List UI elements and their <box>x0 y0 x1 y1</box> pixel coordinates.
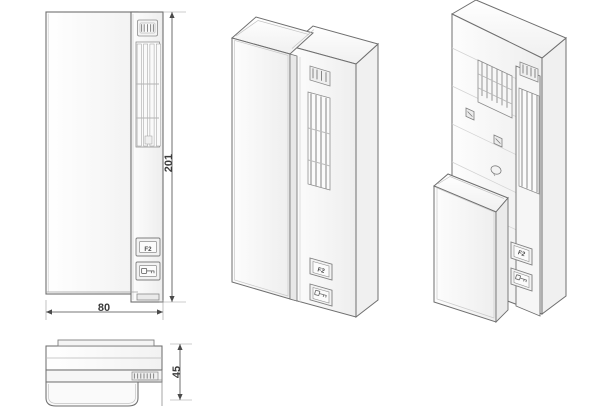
iso-open-mounting-screw-lower <box>493 134 503 148</box>
iso-closed-function-button-label: F2 <box>317 266 326 275</box>
bottom-cradle-profile <box>45 381 139 407</box>
iso-open-function-button-f2[interactable]: F2 <box>510 241 533 266</box>
iso-open-key-icon <box>515 274 527 283</box>
isometric-view-closed: F2 <box>230 16 380 319</box>
iso-closed-handset-face <box>231 37 291 300</box>
bottom-section-view: 45 <box>45 339 192 407</box>
iso-closed-speaker-grille-icon <box>307 91 331 191</box>
key-icon <box>141 267 155 274</box>
front-body-outline <box>45 11 139 295</box>
iso-open-inner-grille-icon <box>477 59 513 119</box>
iso-closed-key-icon <box>314 289 327 298</box>
front-bottom-foot <box>136 293 160 301</box>
dimension-width-80: 80 <box>45 300 164 320</box>
dimension-depth-label: 45 <box>171 366 183 378</box>
function-button-label: F2 <box>144 246 152 253</box>
iso-closed-door-release-button[interactable] <box>309 283 333 307</box>
dimension-width-label: 80 <box>98 302 110 314</box>
iso-closed-side-face <box>355 42 379 319</box>
bottom-top-lip <box>57 339 155 347</box>
iso-closed-microphone-icon <box>309 65 331 87</box>
iso-open-function-button-label: F2 <box>517 249 527 258</box>
function-button-f2[interactable]: F2 <box>135 237 161 257</box>
isometric-view-handset-lifted: F2 <box>433 0 567 324</box>
door-release-button[interactable] <box>135 261 161 281</box>
dimension-depth-45: 45 <box>170 343 192 401</box>
front-elevation-view: F2 201 <box>45 11 186 320</box>
dimension-height-201: 201 <box>159 11 186 303</box>
iso-open-handset-hook-icon <box>490 165 502 177</box>
connector-ribs-detail <box>131 371 159 381</box>
iso-open-mounting-screw-upper <box>465 107 475 121</box>
iso-open-door-release-button[interactable] <box>510 267 533 292</box>
iso-open-speaker-grille-icon <box>518 87 540 195</box>
iso-closed-function-button-f2[interactable]: F2 <box>309 257 333 281</box>
iso-open-handset-side <box>495 196 509 324</box>
iso-open-microphone-icon <box>519 61 539 83</box>
speaker-grille-icon <box>135 41 161 148</box>
iso-open-side-face <box>541 36 567 315</box>
dimension-height-label: 201 <box>163 154 175 172</box>
microphone-grille-icon <box>137 19 158 37</box>
